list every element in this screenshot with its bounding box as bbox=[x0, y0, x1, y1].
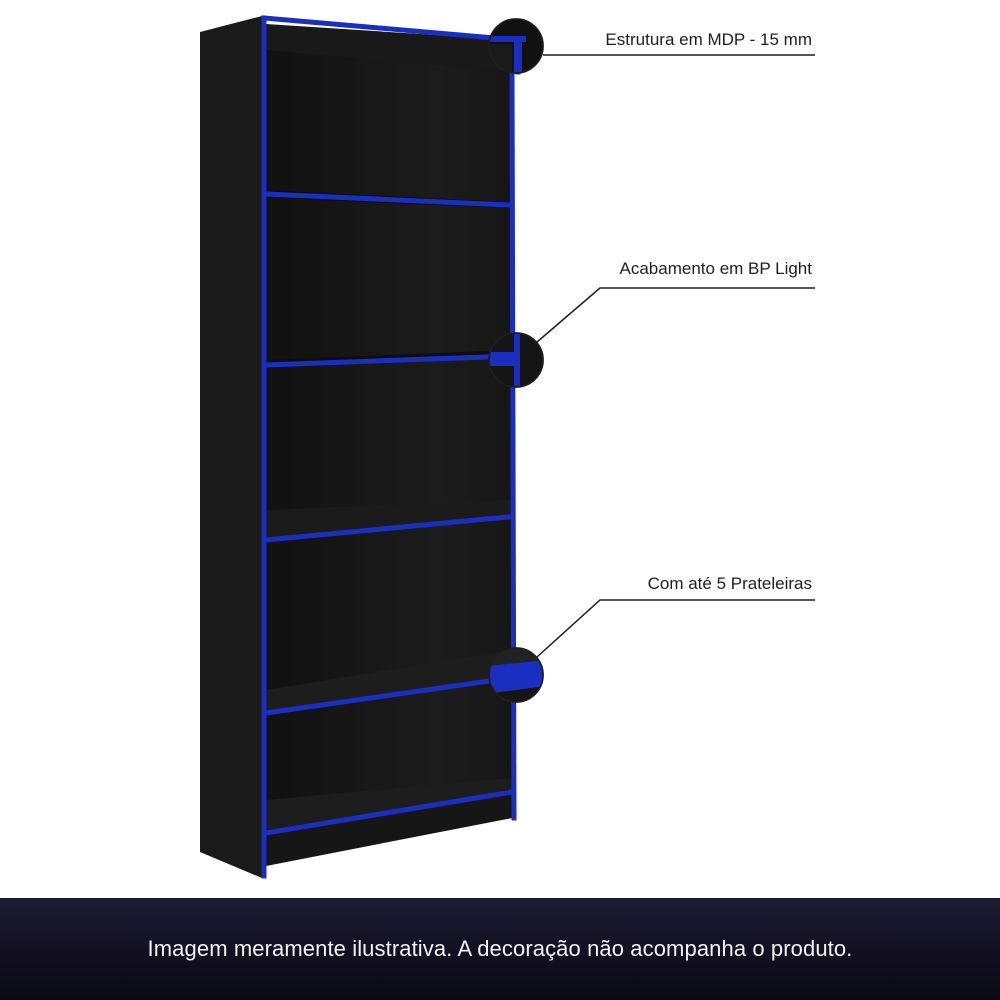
callout-leaders bbox=[536, 54, 815, 658]
callout-shelves-label: Com até 5 Prateleiras bbox=[647, 574, 812, 593]
bookcase-side-panel bbox=[200, 16, 262, 878]
shelf bbox=[266, 500, 512, 538]
magnifier-shelves-icon bbox=[488, 647, 544, 703]
bookcase-illustration bbox=[200, 15, 815, 879]
disclaimer-bar: Imagem meramente ilustrativa. A decoraçã… bbox=[0, 898, 1000, 1000]
callout-structure-label: Estrutura em MDP - 15 mm bbox=[605, 30, 812, 49]
magnifier-finish-icon bbox=[488, 332, 544, 388]
shelf bbox=[266, 650, 512, 712]
shelf-base bbox=[266, 778, 512, 830]
disclaimer-text: Imagem meramente ilustrativa. A decoraçã… bbox=[147, 936, 853, 961]
callout-finish-label: Acabamento em BP Light bbox=[619, 259, 812, 278]
bookcase-back-panel bbox=[266, 28, 512, 862]
bookcase-plinth bbox=[266, 794, 512, 866]
